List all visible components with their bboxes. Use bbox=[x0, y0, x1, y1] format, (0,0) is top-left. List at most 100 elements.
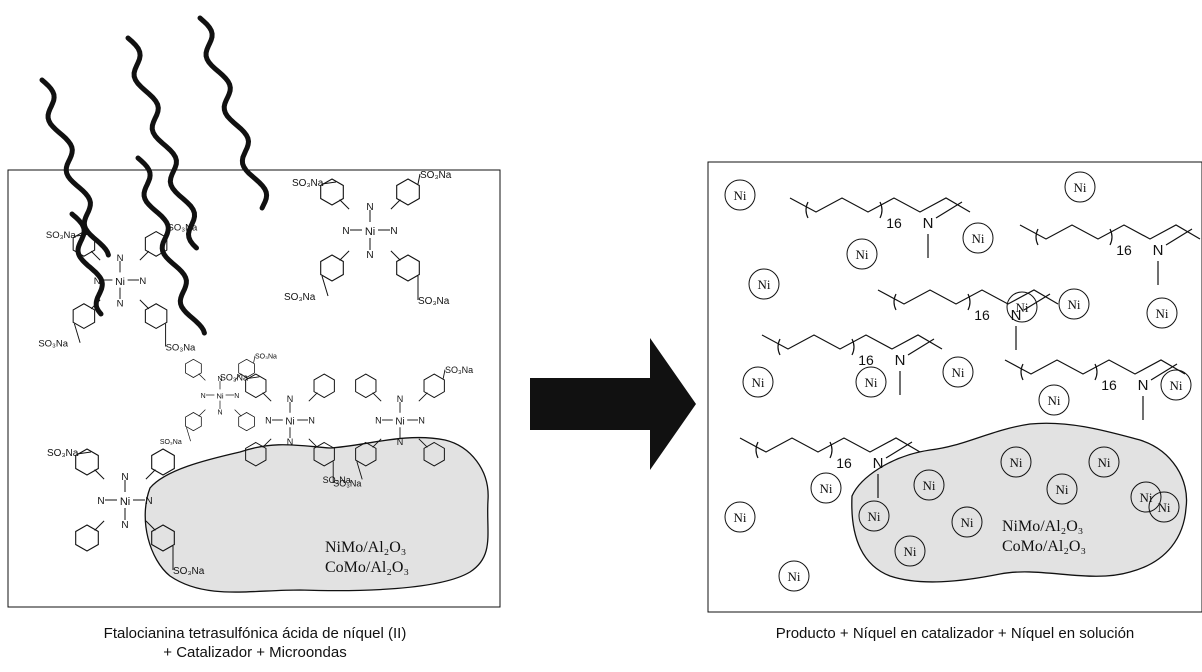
ring-bond bbox=[234, 409, 242, 417]
ring-bond bbox=[94, 520, 105, 531]
ring-bond bbox=[308, 438, 318, 448]
ring-bond bbox=[308, 392, 318, 402]
nickel-particle-label: Ni bbox=[1140, 490, 1153, 505]
amine-nitrogen-label: N bbox=[895, 352, 906, 369]
nickel-particle-label: Ni bbox=[1098, 455, 1111, 470]
nickel-particle-circle bbox=[1000, 446, 1032, 478]
nickel-particle-label: Ni bbox=[1010, 455, 1023, 470]
catalyst-label-nimo-right: NiMo/Al₂O₃ bbox=[1002, 518, 1083, 535]
methyl-bond bbox=[907, 338, 935, 356]
nickel-particle-label: Ni bbox=[961, 515, 974, 530]
repeat-count-label: 16 bbox=[836, 455, 852, 471]
nitrogen-label: N bbox=[265, 416, 272, 426]
nickel-particle-circle bbox=[742, 366, 774, 398]
repeat-bracket-open bbox=[893, 293, 897, 311]
methyl-bond bbox=[1165, 228, 1193, 246]
nitrogen-label: N bbox=[217, 410, 222, 417]
nickel-center-label: Ni bbox=[395, 417, 404, 428]
nickel-particle-circle bbox=[1088, 446, 1120, 478]
nitrogen-label: N bbox=[97, 496, 104, 507]
nickel-center-label: Ni bbox=[285, 417, 294, 428]
nitrogen-label: N bbox=[217, 376, 222, 383]
nickel-particle-circle bbox=[858, 500, 890, 532]
sulfonate-bond bbox=[417, 173, 421, 185]
ring-bond bbox=[139, 250, 150, 261]
nickel-particle-circle bbox=[1058, 288, 1090, 320]
nickel-particle-circle bbox=[962, 222, 994, 254]
microwave-wave-icon bbox=[125, 35, 199, 251]
catalyst-support-blob-left bbox=[144, 436, 489, 593]
nitrogen-label: N bbox=[366, 250, 373, 261]
nickel-particle-circle bbox=[855, 366, 887, 398]
repeat-bracket-open bbox=[755, 441, 759, 459]
nickel-particle-label: Ni bbox=[1170, 378, 1183, 393]
nickel-particle-circle bbox=[1046, 473, 1078, 505]
nickel-particle-circle bbox=[748, 268, 780, 300]
nickel-particle-circle bbox=[1148, 491, 1180, 523]
nickel-particle-label: Ni bbox=[1048, 393, 1061, 408]
nitrogen-label: N bbox=[94, 276, 101, 287]
nitrogen-label: N bbox=[390, 226, 397, 237]
sulfonate-group-label: SO₃Na bbox=[445, 365, 473, 375]
ring-bond bbox=[418, 438, 428, 448]
sulfonate-group-label: SO₃Na bbox=[284, 292, 316, 303]
microwave-wave-icon bbox=[135, 155, 207, 336]
repeat-count-label: 16 bbox=[886, 215, 902, 231]
amine-nitrogen-label: N bbox=[1153, 242, 1164, 259]
sulfonate-bond bbox=[442, 369, 446, 379]
microwave-wave-icon bbox=[197, 15, 270, 211]
nitrogen-label: N bbox=[397, 437, 404, 447]
repeat-bracket-open bbox=[805, 201, 809, 219]
sulfonate-group-label: SO₃Na bbox=[166, 342, 196, 353]
nitrogen-label: N bbox=[418, 416, 425, 426]
methyl-bond bbox=[1023, 293, 1051, 311]
nickel-center-label: Ni bbox=[365, 226, 375, 238]
nickel-center-label: Ni bbox=[120, 496, 130, 508]
nickel-particle-circle bbox=[724, 179, 756, 211]
repeat-bracket-close bbox=[829, 441, 833, 459]
sulfonate-bond bbox=[356, 461, 363, 480]
sulfonate-group-label: SO₃Na bbox=[38, 339, 68, 350]
catalyst-label-como-right: CoMo/Al₂O₃ bbox=[1002, 538, 1086, 555]
nickel-particle-label: Ni bbox=[752, 375, 765, 390]
ring-bond bbox=[390, 250, 401, 261]
nickel-particle-label: Ni bbox=[734, 188, 747, 203]
sulfonate-bond bbox=[321, 275, 329, 297]
ring-bond bbox=[198, 373, 206, 381]
ring-bond bbox=[339, 250, 350, 261]
nickel-particle-circle bbox=[1160, 369, 1192, 401]
nickel-center-label: Ni bbox=[115, 277, 125, 288]
sulfonate-group-label: SO₃Na bbox=[47, 448, 79, 459]
sulfonate-bond bbox=[246, 376, 260, 380]
ring-bond bbox=[94, 469, 105, 480]
repeat-bracket-open bbox=[1035, 228, 1039, 246]
nickel-particle-label: Ni bbox=[820, 481, 833, 496]
ring-bond bbox=[418, 392, 428, 402]
nickel-particle-label: Ni bbox=[1056, 482, 1069, 497]
left-caption-line1: Ftalocianina tetrasulfónica ácida de níq… bbox=[103, 625, 407, 642]
nickel-particle-circle bbox=[894, 535, 926, 567]
repeat-count-label: 16 bbox=[1116, 242, 1132, 258]
nitrogen-label: N bbox=[145, 496, 152, 507]
nickel-particle-circle bbox=[942, 356, 974, 388]
sulfonate-group-label: SO₃Na bbox=[173, 566, 205, 577]
nickel-particle-label: Ni bbox=[734, 510, 747, 525]
ring-bond bbox=[198, 409, 206, 417]
sulfonate-group-label: SO₃Na bbox=[323, 475, 351, 485]
repeat-bracket-close bbox=[1094, 363, 1098, 381]
ring-bond bbox=[372, 392, 382, 402]
nickel-particle-label: Ni bbox=[972, 231, 985, 246]
nitrogen-label: N bbox=[287, 394, 294, 404]
microwave-wave-icon bbox=[69, 211, 105, 317]
nickel-particle-circle bbox=[1064, 171, 1096, 203]
